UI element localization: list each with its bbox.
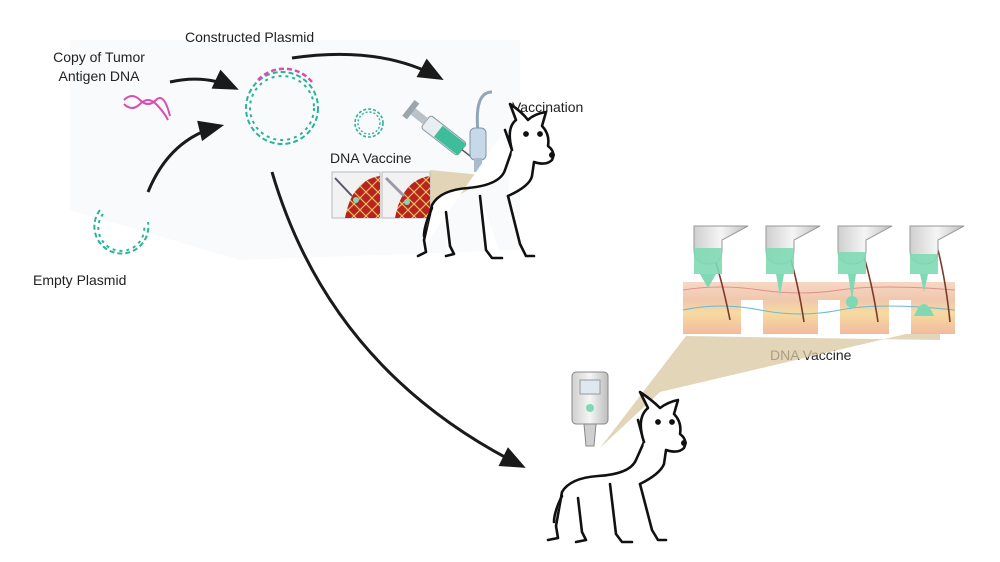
constructed-plasmid-icon	[245, 67, 319, 145]
skin-cross-section	[682, 282, 956, 334]
label-empty-plasmid: Empty Plasmid	[33, 272, 126, 288]
injector-nozzles	[693, 225, 965, 316]
label-tumor-dna-line2: Antigen DNA	[59, 68, 141, 84]
injector-nozzle-3	[837, 225, 893, 308]
tissue-panel-syringe	[331, 171, 381, 219]
injector-nozzle-4	[909, 225, 965, 316]
label-dna-vaccine-small: DNA Vaccine	[330, 150, 412, 166]
syringe-icon	[402, 99, 479, 163]
label-constructed-plasmid: Constructed Plasmid	[185, 29, 314, 45]
needle-free-injector-icon	[469, 90, 493, 172]
injector-nozzle-1	[693, 225, 749, 288]
arrow-antigen-to-plasmid	[169, 69, 239, 90]
zoom-beam-bottom	[600, 326, 940, 448]
vaccine-plasmid-icon	[354, 108, 384, 138]
dog-icon-vaccination	[416, 102, 555, 260]
label-vaccination: Vaccination	[512, 99, 583, 115]
dog-icon-electroporation	[546, 390, 687, 544]
tumor-antigen-dna-icon	[123, 95, 171, 121]
arrow-plasmid-to-vaccination	[291, 52, 444, 81]
arrow-plasmid-to-electroporation	[270, 171, 526, 468]
tissue-panel-injector	[381, 171, 431, 219]
empty-plasmid-icon	[93, 209, 150, 255]
label-tumor-dna-line1: Copy of Tumor	[53, 49, 145, 65]
electroporation-device-icon	[571, 371, 609, 447]
arrow-empty-to-plasmid	[146, 120, 225, 193]
injector-nozzle-2	[765, 225, 821, 296]
